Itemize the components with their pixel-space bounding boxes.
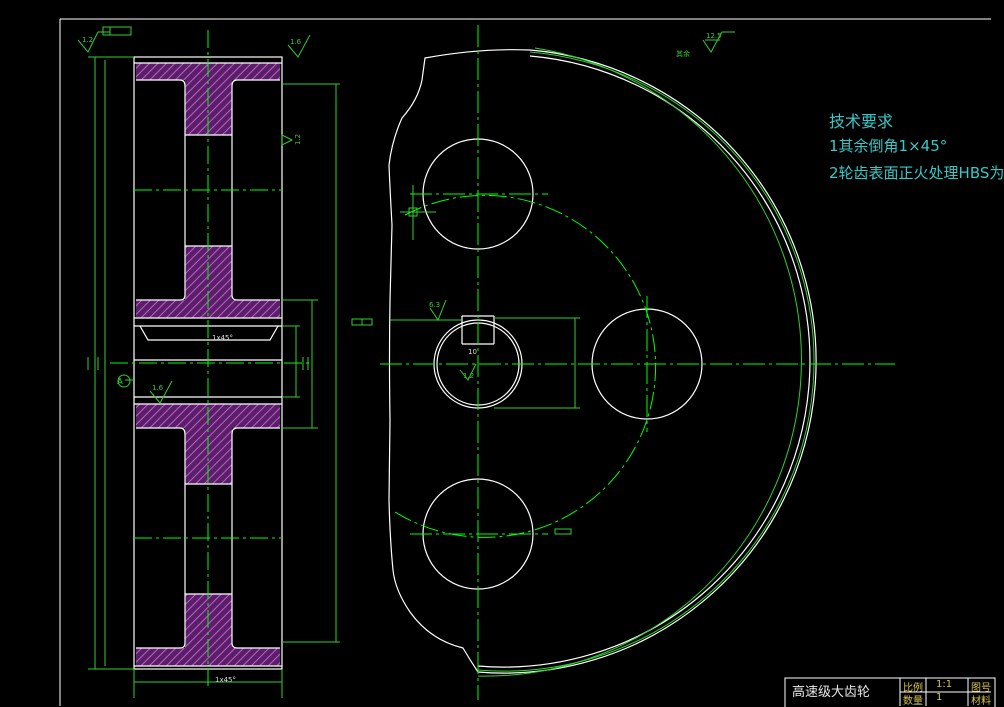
gear-section-view: A 1.2 1.6 1.6 1.2 1x45° 1x45° bbox=[77, 26, 340, 698]
gear-front-view: 6.3 1.2 10 12.5 其余 bbox=[351, 25, 895, 700]
scale-label: 比例 bbox=[903, 683, 923, 694]
roughness-top-right-text: 1.6 bbox=[290, 38, 302, 46]
roughness-keyway-text: 6.3 bbox=[429, 301, 440, 309]
roughness-global-label: 其余 bbox=[676, 49, 690, 58]
chamfer-bottom-text: 1x45° bbox=[215, 676, 236, 684]
tech-requirement-2: 2轮齿表面正火处理HBS为 bbox=[829, 164, 1004, 182]
quantity-value: 1 bbox=[936, 692, 943, 703]
scale-value: 1:1 bbox=[936, 679, 953, 690]
roughness-top-left-text: 1.2 bbox=[82, 36, 93, 44]
material-label: 材料 bbox=[971, 696, 991, 707]
datum-a-label: A bbox=[117, 377, 123, 386]
quantity-label: 数量 bbox=[903, 696, 923, 707]
roughness-side-text: 1.2 bbox=[294, 134, 302, 145]
drawing-frame bbox=[59, 18, 991, 706]
title-block bbox=[784, 677, 996, 707]
roughness-keyway-bottom-text: 1.2 bbox=[463, 372, 474, 380]
chamfer-hub-text: 1x45° bbox=[212, 334, 233, 342]
tech-requirement-1: 1其余倒角1×45° bbox=[829, 137, 948, 155]
part-name: 高速级大齿轮 bbox=[792, 685, 871, 700]
keyway-dimension-text: 10 bbox=[468, 348, 477, 356]
roughness-hub-text: 1.6 bbox=[152, 384, 164, 392]
tech-requirements-heading: 技术要求 bbox=[829, 112, 894, 131]
drawing-no-label: 图号 bbox=[971, 683, 991, 694]
roughness-global-text: 12.5 bbox=[706, 32, 722, 40]
